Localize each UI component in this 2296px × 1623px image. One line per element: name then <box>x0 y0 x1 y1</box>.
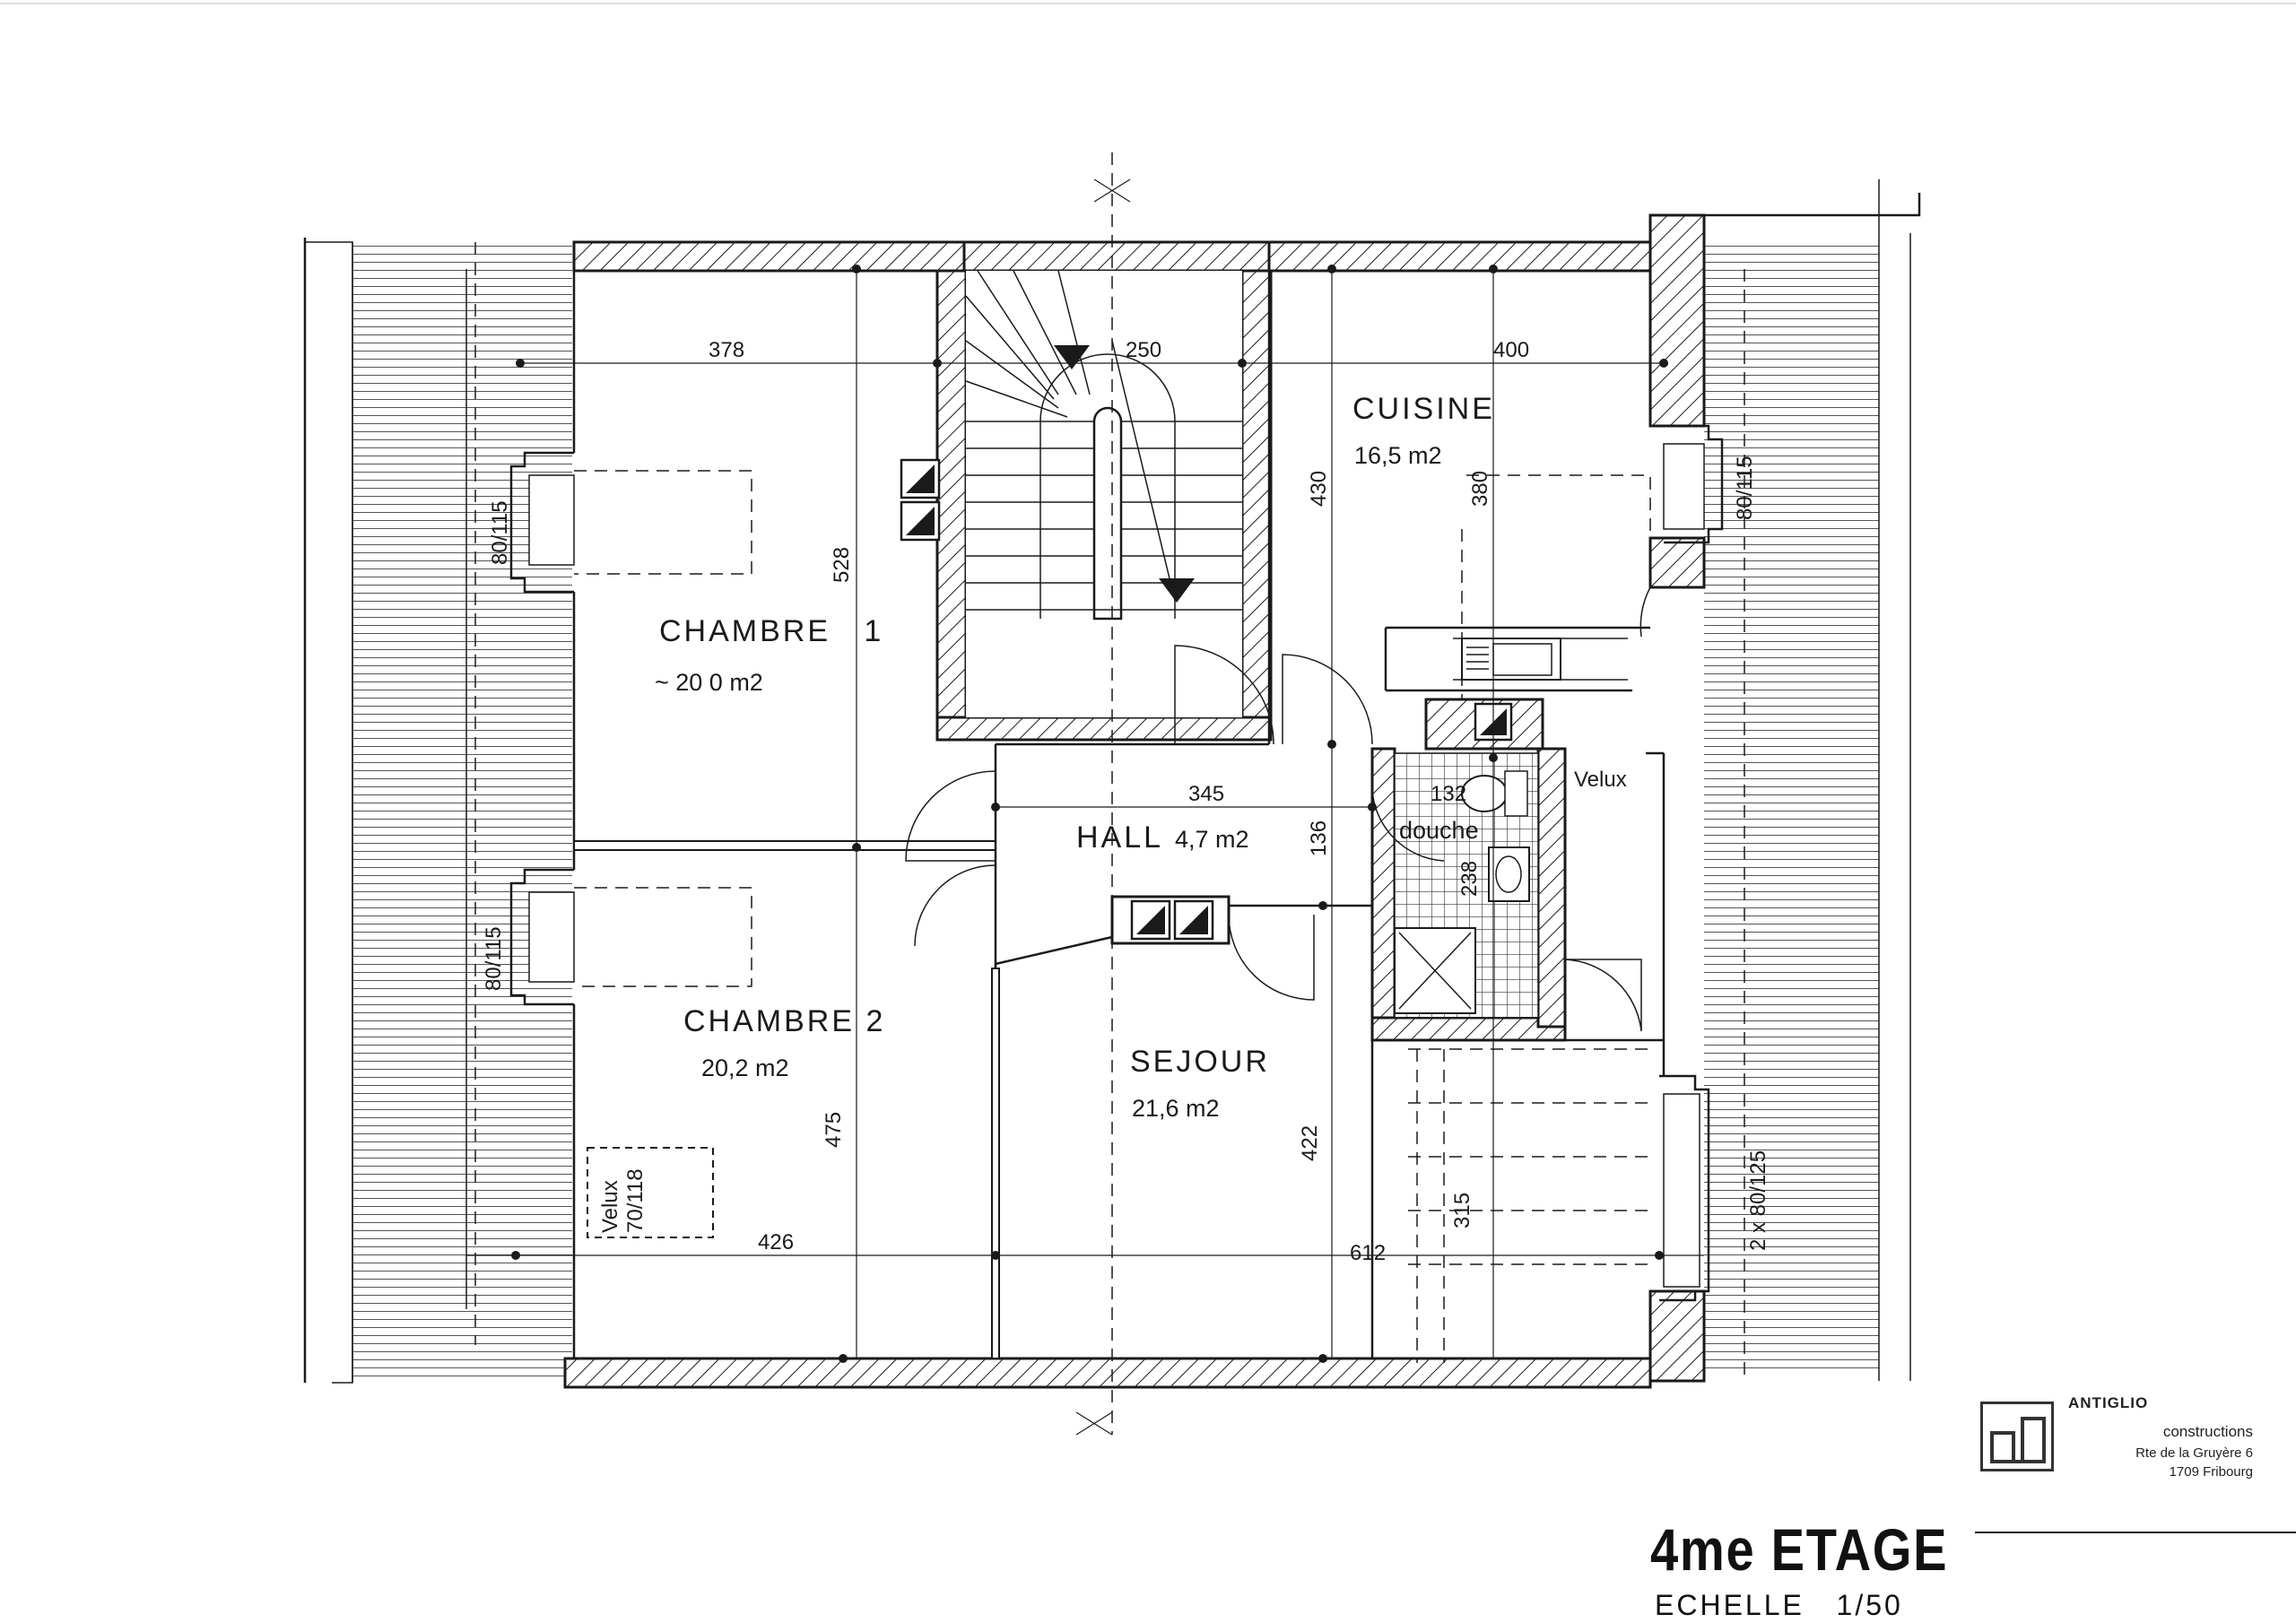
dim-400: 400 <box>1493 338 1529 362</box>
dimension-lines <box>466 265 1704 1363</box>
window-bay-right-upper <box>1663 424 1724 544</box>
firm-logo <box>1980 1402 2054 1471</box>
room-name-chambre2: CHAMBRE 2 <box>683 1004 885 1038</box>
dim-378: 378 <box>709 338 744 362</box>
title-block: 4me ETAGE ECHELLE 1/50 <box>1650 1515 2296 1623</box>
vent-hall <box>1110 895 1231 945</box>
window-label-right-upper: 80/115 <box>1733 456 1757 520</box>
room-name-douche: douche <box>1399 817 1479 844</box>
velux-label-bath: Velux <box>1574 768 1627 792</box>
dim-426: 426 <box>758 1230 794 1254</box>
door-swings <box>905 586 1651 1032</box>
window-bay-left-lower <box>509 868 575 1006</box>
firm-stamp: ANTIGLIO constructions Rte de la Gruyère… <box>1980 1394 2285 1493</box>
dim-238: 238 <box>1457 861 1482 897</box>
roof-left <box>303 238 572 1384</box>
firm-line-1: constructions <box>2162 1423 2253 1440</box>
dim-132: 132 <box>1431 782 1466 806</box>
firm-name: ANTIGLIO <box>2068 1394 2149 1411</box>
firm-line-2: Rte de la Gruyère 6 <box>2135 1445 2253 1461</box>
room-name-sejour: SEJOUR <box>1130 1045 1270 1079</box>
firm-line-3: 1709 Fribourg <box>2169 1464 2253 1480</box>
window-label-left-lower: 80/115 <box>482 926 506 991</box>
interior-walls <box>573 271 1665 1359</box>
reference-lines <box>574 152 1651 1436</box>
vent-bath <box>1424 698 1544 751</box>
title-rule <box>1975 1532 2296 1533</box>
window-label-left-upper: 80/115 <box>488 500 512 565</box>
window-bay-right-lower <box>1659 1074 1710 1302</box>
dim-380: 380 <box>1468 471 1492 507</box>
window-label-right-lower: 2 x 80/125 <box>1746 1150 1770 1251</box>
dim-315: 315 <box>1450 1193 1474 1228</box>
stairwell <box>935 269 1273 742</box>
exterior-walls <box>563 213 1706 1389</box>
kitchen-sink <box>1461 638 1561 681</box>
dimension-labels: 378 250 400 345 132 426 612 528 430 380 … <box>709 338 1529 1265</box>
room-area-cuisine: 16,5 m2 <box>1354 442 1442 469</box>
room-name-hall: HALL <box>1076 820 1163 855</box>
drawing-title: 4me ETAGE <box>1650 1515 1948 1584</box>
room-labels: CHAMBRE 1 ~ 20 0 m2 CHAMBRE 2 20,2 m2 CU… <box>655 392 1495 1122</box>
room-name-cuisine: CUISINE <box>1352 392 1495 426</box>
room-name-chambre1: CHAMBRE 1 <box>659 614 883 648</box>
dim-345: 345 <box>1188 782 1224 806</box>
dim-250: 250 <box>1126 338 1161 362</box>
dim-430: 430 <box>1307 471 1331 507</box>
velux-label-line1: Velux <box>598 1180 622 1233</box>
room-area-sejour: 21,6 m2 <box>1132 1095 1220 1122</box>
dim-612: 612 <box>1350 1241 1386 1265</box>
window-bay-left-upper <box>509 451 575 594</box>
dim-422: 422 <box>1298 1125 1322 1161</box>
window-labels: 80/115 80/115 80/115 2 x 80/125 Velux Ve… <box>482 456 1770 1251</box>
room-area-chambre2: 20,2 m2 <box>701 1055 789 1081</box>
drawing-scale: ECHELLE 1/50 <box>1655 1589 1903 1621</box>
bathroom <box>1370 747 1567 1042</box>
room-area-hall: 4,7 m2 <box>1175 826 1249 853</box>
velux-label-chambre2: Velux 70/118 <box>598 1168 648 1233</box>
vent-stair <box>900 458 941 542</box>
dim-475: 475 <box>822 1112 846 1148</box>
velux-label-line2: 70/118 <box>623 1168 648 1233</box>
drawing-title-text: 4me ETAGE <box>1650 1516 1949 1583</box>
room-area-chambre1: ~ 20 0 m2 <box>655 669 763 696</box>
roof-right <box>1641 179 1921 1381</box>
dim-528: 528 <box>830 547 854 583</box>
dim-136: 136 <box>1307 820 1331 856</box>
